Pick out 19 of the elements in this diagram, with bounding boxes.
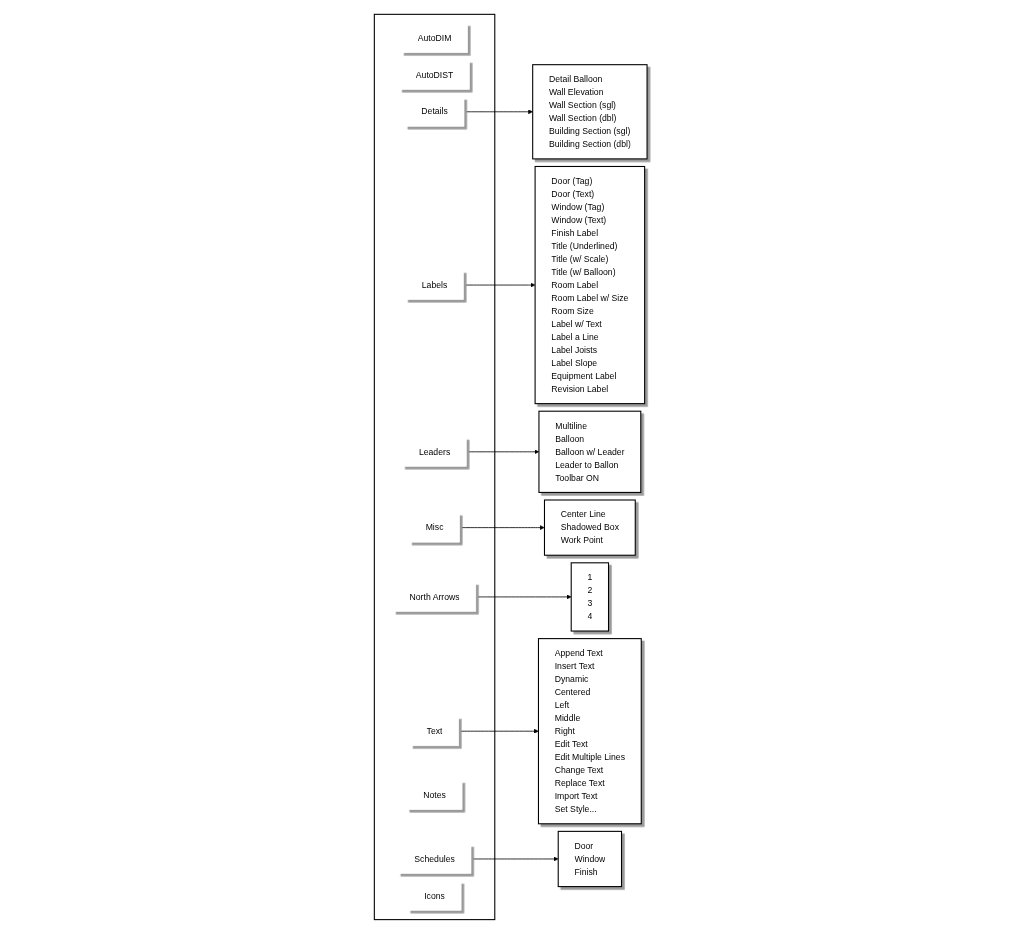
node-box: Multiline Balloon Balloon w/ Leader Leader to Ballon Toolbar ON (538, 410, 642, 493)
node-box: 1 2 3 4 (570, 562, 609, 632)
node-text: Text (426, 726, 443, 736)
cluster (373, 13, 496, 921)
node-text: Leaders (418, 446, 451, 457)
node-text: AutoDIST (415, 70, 454, 80)
node-text: Misc (425, 522, 444, 532)
node-text: Labels (421, 280, 448, 290)
node-box: Center Line Shadowed Box Work Point (543, 499, 636, 556)
node-box: Door Window Finish (557, 830, 622, 888)
node-text: Notes (423, 790, 446, 800)
node-text: Details (421, 106, 448, 117)
node-text: AutoDIM (417, 33, 452, 43)
node-text: Schedules (414, 854, 455, 864)
node-text: North Arrows (409, 592, 460, 602)
node-box: Door (Tag) Door (Text) Window (Tag) Window (Text) Finish Label Title (Underlined) Title (w/ Scale) Title (w/ Balloon) Room Label Room Label w/ Size Room Size Label w/ Text Label a Line Label Joists Label Slope Equipment Label Revision Label (534, 165, 645, 405)
node-box: Detail Balloon Wall Elevation Wall Section (sgl) Wall Section (dbl) Building Section (sgl) Building Section (dbl) (531, 64, 648, 160)
node-box: Append Text Insert Text Dynamic Centered Left Middle Right Edit Text Edit Multiple Lines Change Text Replace Text Import Text Set Style... (537, 638, 642, 825)
node-text: Icons (424, 890, 445, 901)
